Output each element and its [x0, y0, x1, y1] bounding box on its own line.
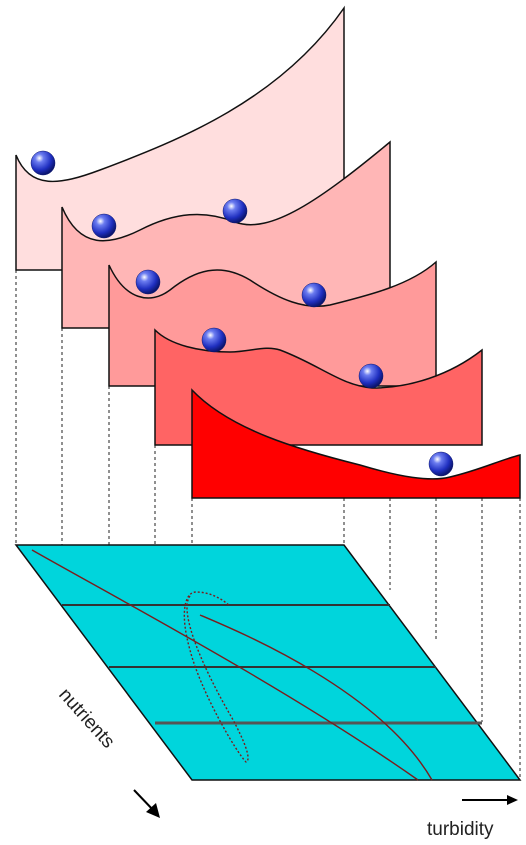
arrow-down-right-icon	[133, 789, 160, 818]
base-plane	[14, 544, 522, 781]
ball-icon	[301, 282, 327, 308]
ball-icon	[91, 213, 117, 239]
ball-icon	[30, 150, 56, 176]
plane-surface	[14, 544, 522, 781]
landscape-panel-4	[154, 328, 483, 446]
nutrients-label: nutrients	[54, 684, 118, 752]
ball-icon	[428, 451, 454, 477]
turbidity-label: turbidity	[427, 819, 494, 840]
turbidity-axis: turbidity	[427, 795, 518, 840]
ball-icon	[222, 198, 248, 224]
landscape-panel-1	[15, 5, 345, 271]
arrow-right-icon	[462, 795, 518, 805]
ball-icon	[358, 363, 384, 389]
fold-curve-upper	[199, 614, 433, 781]
state-balls	[30, 150, 454, 477]
ball-icon	[135, 269, 161, 295]
ball-icon	[201, 327, 227, 353]
fold-curve-lower	[31, 549, 419, 781]
landscape-panels	[15, 5, 521, 499]
landscape-panel-5	[191, 388, 521, 499]
